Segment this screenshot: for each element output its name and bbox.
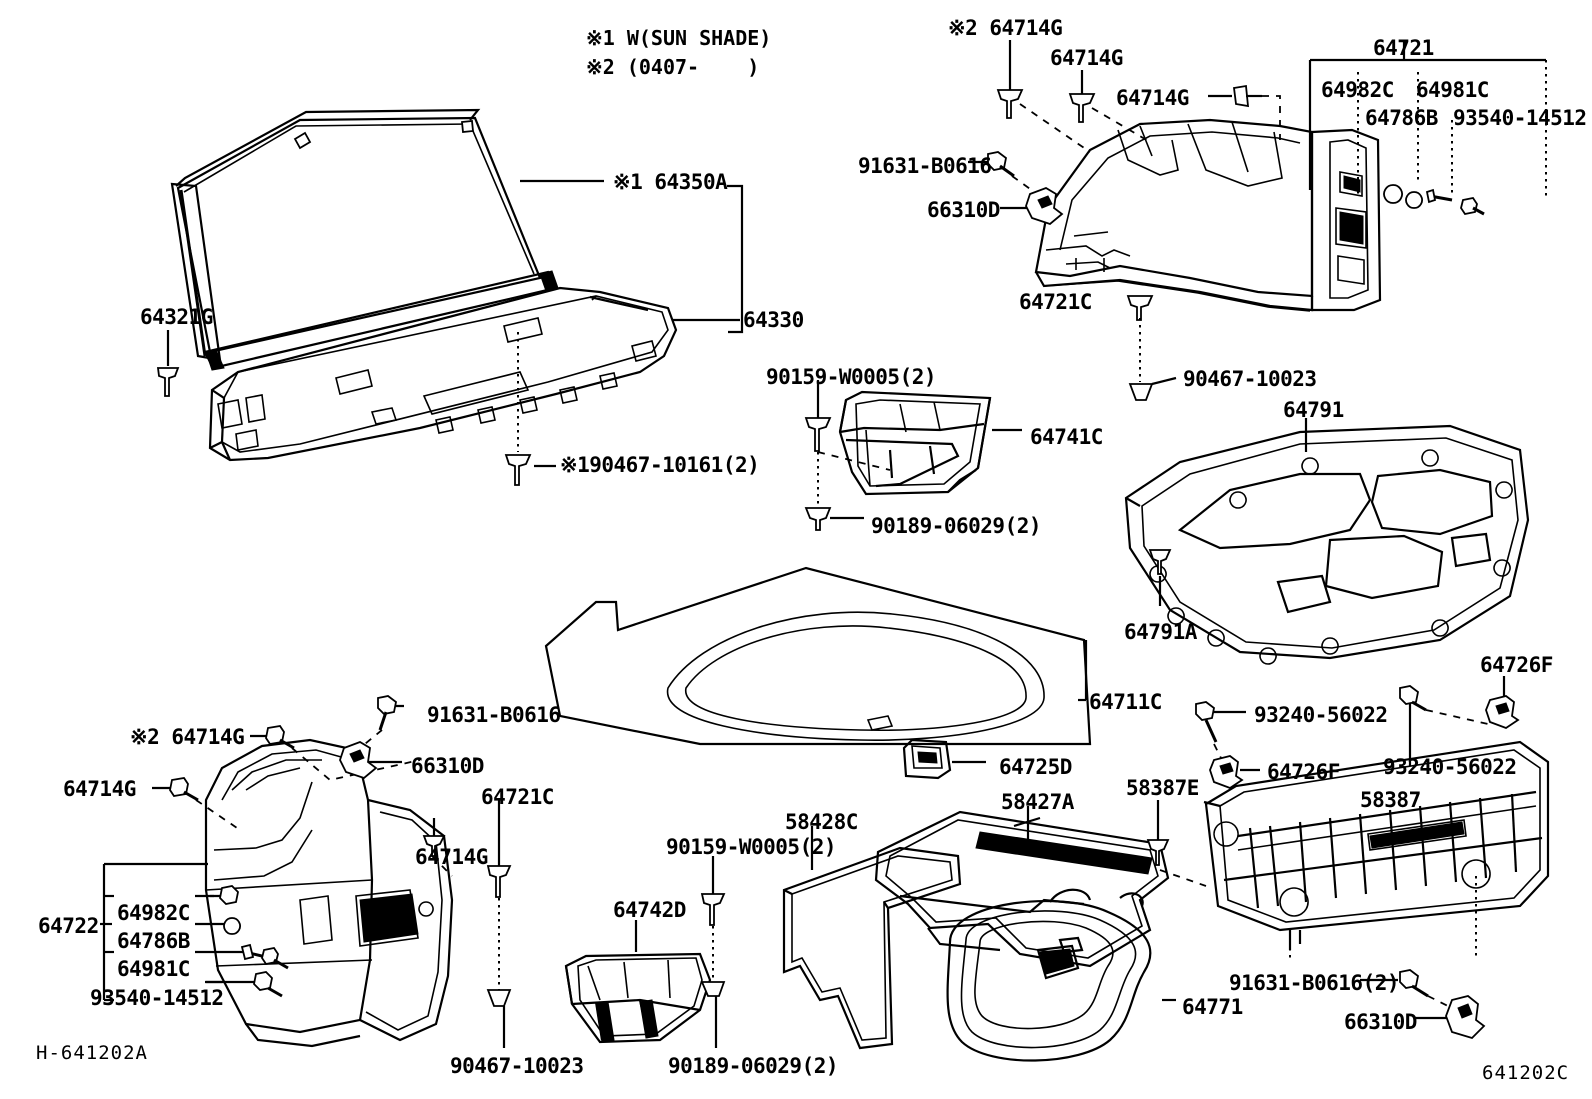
label-93240-56022-r: 93240-56022 [1383, 755, 1517, 779]
part-quarter-trim-64721 [1034, 118, 1382, 312]
part-tray-64741c [838, 390, 992, 496]
label-58427a: 58427A [1001, 790, 1074, 814]
label-64714g-top1: ※2 64714G [948, 16, 1063, 40]
part-58387-plate [1203, 740, 1550, 960]
bracket-64721 [1308, 42, 1547, 216]
label-64714g-bl3: 64714G [415, 845, 488, 869]
label-66310d-br: 66310D [1344, 1010, 1417, 1034]
fasteners-64741c [804, 380, 1022, 531]
label-58387e: 58387E [1126, 776, 1199, 800]
label-58387: 58387 [1360, 788, 1421, 812]
fasteners-bottom-left [152, 695, 512, 1048]
leader-64711c [1078, 640, 1088, 702]
label-91631-b0616-top: 91631-B0616 [858, 154, 992, 178]
label-64742d: 64742D [613, 898, 686, 922]
label-64981c-top: 64981C [1416, 78, 1489, 102]
label-90159-w0005-mid: 90159-W0005(2) [766, 365, 937, 389]
label-64350a: ※1 64350A [613, 170, 728, 194]
label-64786b-bl: 64786B [117, 929, 190, 953]
part-64771-spare-cover [946, 900, 1176, 1062]
label-64714g-bl1: ※2 64714G [130, 725, 245, 749]
leader-58428c-58427a [810, 806, 1030, 870]
footer-left-code: H-641202A [36, 1042, 148, 1064]
part-sun-shade-64350a [170, 108, 559, 371]
label-64791: 64791 [1283, 398, 1344, 422]
label-64714g-top2: 64714G [1050, 46, 1123, 70]
label-190467-10161: ※190467-10161(2) [560, 453, 760, 477]
part-tray-64742d [564, 920, 712, 1044]
label-64791a: 64791A [1124, 620, 1197, 644]
label-90189-06029-mid: 90189-06029(2) [871, 514, 1042, 538]
label-64721: 64721 [1373, 36, 1434, 60]
clip-190467-10161 [504, 332, 556, 486]
leader-64350a [520, 179, 744, 334]
fasteners-58387 [1146, 676, 1520, 1040]
diagram-legend: ※1 W(SUN SHADE) ※2 (0407- ) [586, 26, 772, 79]
part-64725d [902, 738, 986, 780]
label-93540-14512-bl: 93540-14512 [90, 986, 224, 1010]
label-64711c: 64711C [1089, 690, 1162, 714]
leader-64321g [156, 330, 180, 397]
label-64726f-l: 64726F [1267, 760, 1340, 784]
label-64771: 64771 [1182, 995, 1243, 1019]
label-64726f-r: 64726F [1480, 653, 1553, 677]
leader-64791 [1148, 418, 1308, 606]
bracket-64722-fasteners [206, 885, 289, 998]
label-90159-w0005-bot: 90159-W0005(2) [666, 835, 837, 859]
label-66310d-bl: 66310D [411, 754, 484, 778]
label-91631-b0616-br: 91631-B0616(2) [1229, 971, 1400, 995]
label-90467-10023-bot: 90467-10023 [450, 1054, 584, 1078]
label-93540-14512-top: 93540-14512 [1453, 106, 1587, 130]
label-64981c-bl: 64981C [117, 957, 190, 981]
part-trunk-lid-trim-64791 [1124, 424, 1530, 665]
label-90189-06029-bot: 90189-06029(2) [668, 1054, 839, 1078]
fasteners-top-right [968, 40, 1281, 401]
part-quarter-trim-64722 [204, 738, 454, 1048]
fasteners-64742d [700, 856, 726, 1048]
label-64714g-top3: 64714G [1116, 86, 1189, 110]
label-64321g: 64321G [140, 305, 213, 329]
label-64725d: 64725D [999, 755, 1072, 779]
part-floor-mat-64711c [544, 566, 1092, 746]
label-64721c-top: 64721C [1019, 290, 1092, 314]
label-64741c: 64741C [1030, 425, 1103, 449]
label-64786b-top: 64786B [1365, 106, 1438, 130]
label-64721c-bl: 64721C [481, 785, 554, 809]
part-package-tray-64330 [208, 286, 678, 462]
label-64714g-bl2: 64714G [63, 777, 136, 801]
label-91631-b0616-bl: 91631-B0616 [427, 703, 561, 727]
label-64722: 64722 [38, 914, 99, 938]
label-64982c-top: 64982C [1321, 78, 1394, 102]
label-64982c-bl: 64982C [117, 901, 190, 925]
label-90467-10023-top: 90467-10023 [1183, 367, 1317, 391]
label-64330: 64330 [743, 308, 804, 332]
label-66310d-top: 66310D [927, 198, 1000, 222]
label-58428c: 58428C [785, 810, 858, 834]
label-93240-56022-l: 93240-56022 [1254, 703, 1388, 727]
part-58427a [874, 810, 1170, 968]
footer-right-code: 641202C [1482, 1062, 1570, 1084]
part-58428c [782, 846, 962, 1050]
